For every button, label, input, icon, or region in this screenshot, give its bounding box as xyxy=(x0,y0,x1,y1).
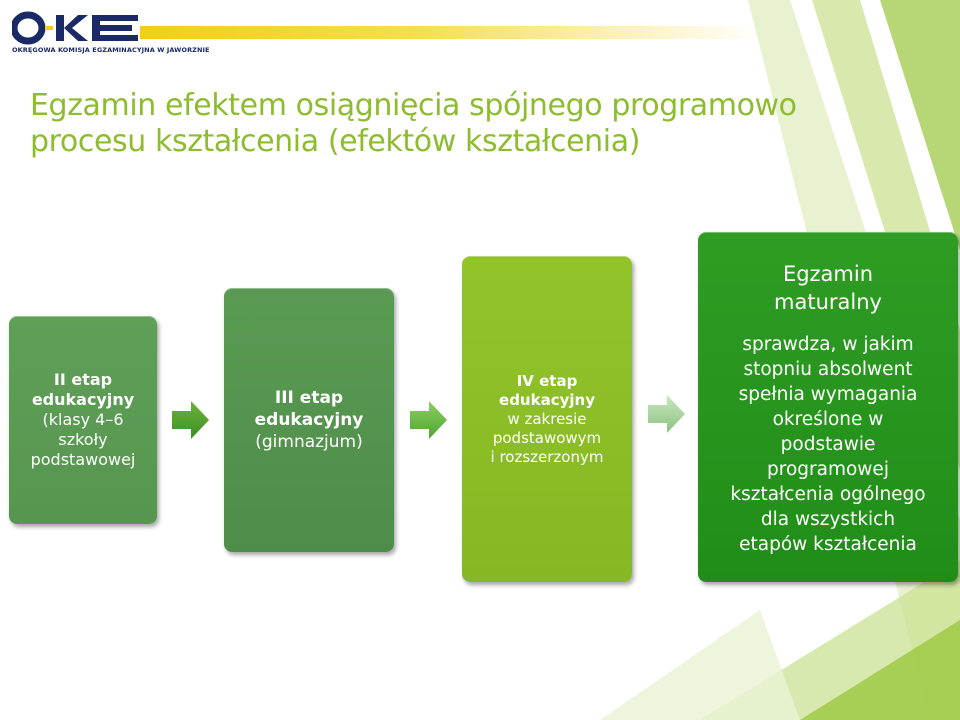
stage-box-ii-etap: II etap edukacyjny (klasy 4–6 szkoły pod… xyxy=(9,316,157,524)
arrow-right-icon xyxy=(172,401,209,439)
stage-box-iii-etap: III etap edukacyjny (gimnazjum) xyxy=(224,288,394,552)
stage-text: etapów kształcenia xyxy=(739,534,917,555)
stage-heading-line: maturalny xyxy=(774,290,882,314)
title-line-2: procesu kształcenia (efektów kształcenia… xyxy=(30,124,640,159)
stage-text: programowej xyxy=(767,459,889,480)
page-title: Egzamin efektem osiągnięcia spójnego pro… xyxy=(30,88,890,160)
stage-text: stopniu absolwent xyxy=(743,359,913,380)
stage-text: (gimnazjum) xyxy=(255,432,363,452)
stage-text: podstawowym xyxy=(492,428,602,447)
stage-heading: Egzamin maturalny xyxy=(774,260,882,316)
title-line-1: Egzamin efektem osiągnięcia spójnego pro… xyxy=(30,88,797,123)
stage-heading: II etap xyxy=(53,370,113,389)
stage-text: szkoły xyxy=(58,430,108,449)
stage-heading: edukacyjny xyxy=(499,390,595,409)
stage-heading: III etap xyxy=(274,388,344,408)
stage-text: dla wszystkich xyxy=(760,509,896,530)
stage-text: określone w xyxy=(772,409,884,430)
stage-heading-line: Egzamin xyxy=(782,262,874,286)
logo-subtitle: OKRĘGOWA KOMISJA EGZAMINACYJNA W JAWORZN… xyxy=(12,46,210,54)
stage-box-egzamin-maturalny: Egzamin maturalny sprawdza, w jakim stop… xyxy=(698,232,958,582)
stage-text: spełnia wymagania xyxy=(738,384,918,405)
stage-text: i rozszerzonym xyxy=(490,447,604,466)
stage-text: podstawie xyxy=(780,434,876,455)
stage-text: w zakresie xyxy=(507,409,587,428)
stage-heading: edukacyjny xyxy=(31,390,135,409)
arrow-right-icon xyxy=(410,401,447,439)
stage-box-iv-etap: IV etap edukacyjny w zakresie podstawowy… xyxy=(462,256,632,582)
header-band xyxy=(140,26,760,39)
stage-text: (klasy 4–6 xyxy=(42,410,124,429)
stage-heading: edukacyjny xyxy=(254,410,364,430)
oke-logo-wordmark xyxy=(12,11,138,45)
stage-text: podstawowej xyxy=(30,450,136,469)
stage-text: sprawdza, w jakim xyxy=(742,334,914,355)
stage-text: kształcenia ogólnego xyxy=(730,484,926,505)
stage-heading: IV etap xyxy=(516,371,578,390)
arrow-right-icon xyxy=(648,395,685,433)
